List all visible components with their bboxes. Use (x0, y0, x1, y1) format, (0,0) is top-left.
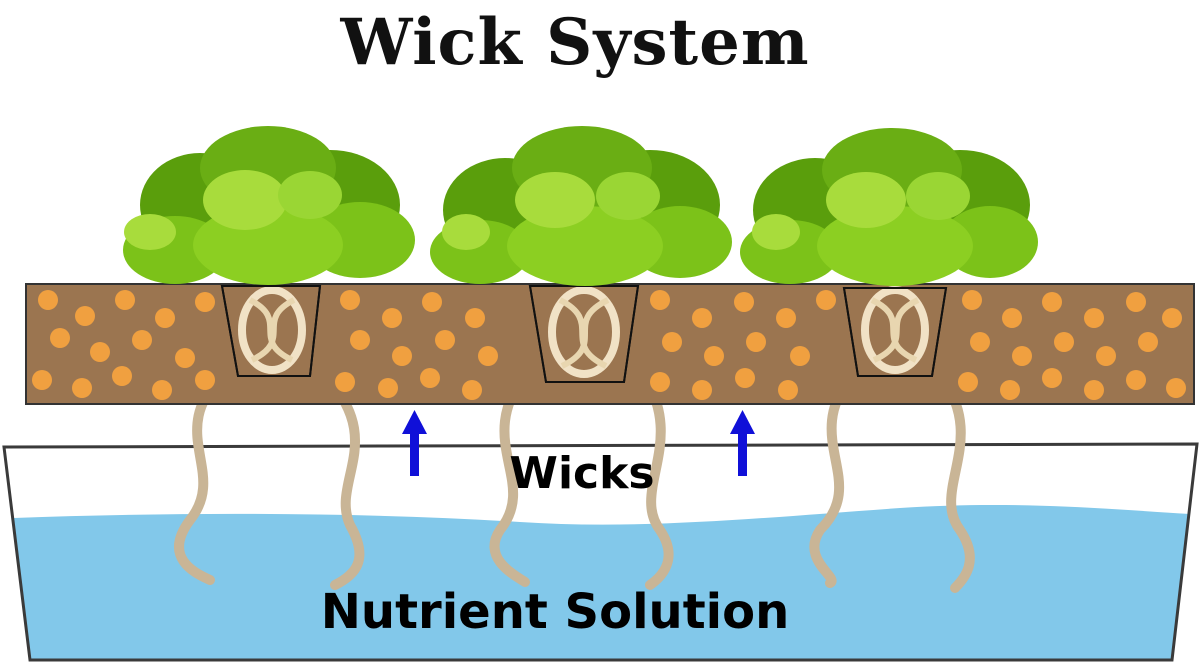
plant-left (123, 126, 415, 285)
wick (635, 365, 674, 590)
wick (315, 365, 365, 590)
wick (174, 363, 235, 585)
wick (489, 363, 535, 587)
diagram-title: Wick System (339, 5, 809, 80)
nutrient-solution-water (14, 504, 1190, 660)
net-pot-left (220, 285, 322, 377)
reservoir-outline (2, 442, 1199, 662)
wick (809, 370, 857, 588)
plant-center (430, 126, 732, 286)
net-pot-right (842, 286, 948, 377)
clay-pellets (32, 290, 1186, 400)
reservoir (2, 442, 1199, 662)
net-pot-center (528, 285, 640, 383)
nutrient-solution-label: Nutrient Solution (321, 584, 790, 640)
up-arrow-right (730, 410, 755, 476)
wick (935, 370, 975, 593)
wicks-group (174, 363, 975, 593)
up-arrow-left (402, 410, 427, 476)
wicks-label: Wicks (509, 448, 654, 499)
plant-right (740, 128, 1038, 286)
net-pots (220, 285, 948, 383)
